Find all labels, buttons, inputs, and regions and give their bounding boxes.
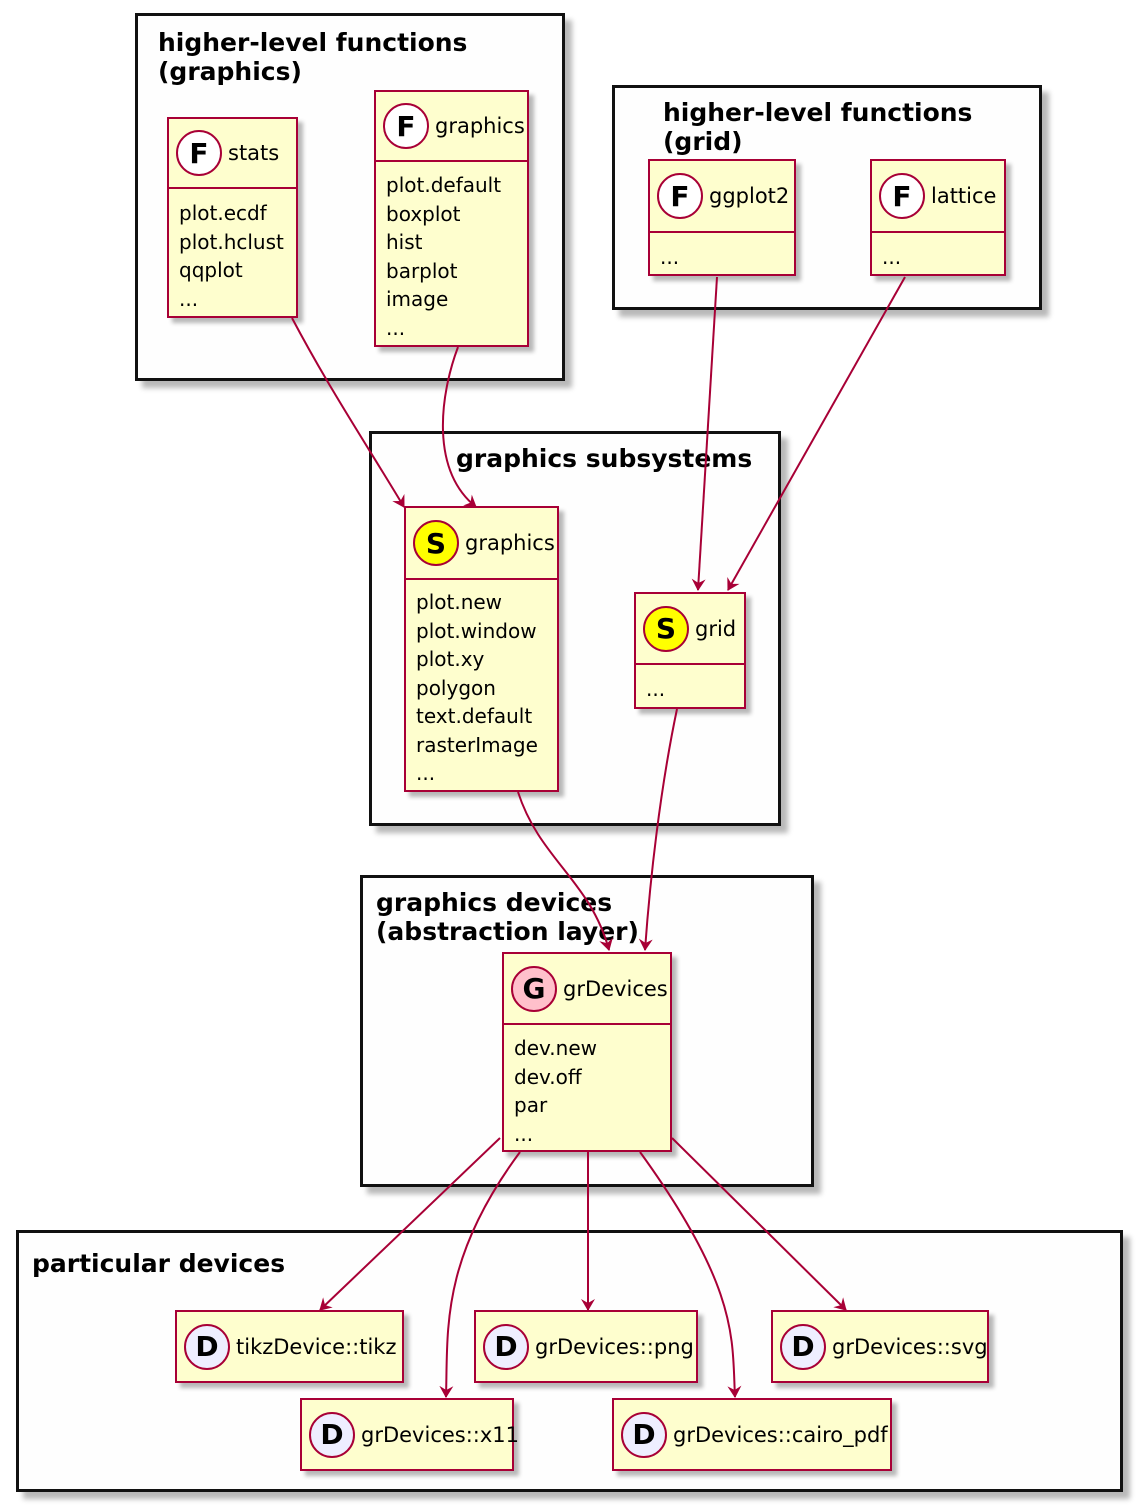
member: ... bbox=[882, 245, 902, 269]
class-name: lattice bbox=[931, 184, 997, 208]
member: image bbox=[386, 287, 449, 311]
arrow-grDevices-to-tikz bbox=[319, 1137, 501, 1311]
arrow-grDevices-to-svg bbox=[671, 1137, 847, 1311]
class-grid: S grid ... bbox=[634, 592, 746, 709]
member: rasterImage bbox=[416, 732, 538, 757]
class-svg: D grDevices::svg bbox=[771, 1310, 989, 1383]
class-lattice: F lattice ... bbox=[870, 159, 1006, 276]
arrow-lattice-to-grid bbox=[727, 276, 906, 591]
circle-D-icon: D bbox=[621, 1411, 667, 1458]
class-name: grid bbox=[695, 616, 737, 641]
member: ... bbox=[660, 245, 680, 269]
circle-S-icon: S bbox=[413, 520, 459, 566]
circle-F-icon: F bbox=[176, 130, 222, 176]
package-title: higher-level functions (grid) bbox=[663, 98, 973, 156]
arrow-graphics-to-grDevices bbox=[517, 791, 613, 951]
class-name: graphics bbox=[465, 531, 555, 555]
class-name: grDevices::x11 bbox=[361, 1422, 520, 1447]
arrow-ggplot2-to-grid bbox=[691, 276, 718, 591]
member: dev.off bbox=[514, 1064, 582, 1089]
circle-S-icon: S bbox=[643, 605, 689, 652]
circle-G-icon: G bbox=[511, 965, 557, 1012]
class-name: grDevices::svg bbox=[832, 1334, 988, 1359]
class-cairo-pdf: D grDevices::cairo_pdf bbox=[612, 1398, 892, 1471]
circle-D-icon: D bbox=[309, 1411, 355, 1458]
class-name: grDevices::png bbox=[535, 1334, 694, 1359]
class-graphics-subsystem: S graphics plot.new plot.window plot.xy … bbox=[404, 506, 559, 792]
class-ggplot2: F ggplot2 ... bbox=[648, 159, 796, 276]
package-title: particular devices bbox=[32, 1249, 286, 1278]
member: plot.ecdf bbox=[179, 201, 267, 225]
class-x11: D grDevices::x11 bbox=[300, 1398, 519, 1471]
member: par bbox=[514, 1093, 548, 1117]
arrow-grDevices-to-cairo-pdf bbox=[639, 1151, 742, 1398]
member: ... bbox=[179, 286, 199, 311]
member: hist bbox=[386, 230, 423, 254]
class-name: graphics bbox=[435, 114, 525, 138]
member: dev.new bbox=[514, 1036, 597, 1060]
class-png: D grDevices::png bbox=[474, 1310, 698, 1383]
class-name: ggplot2 bbox=[709, 184, 790, 208]
class-stats: F stats plot.ecdf plot.hclust qqplot ... bbox=[167, 117, 298, 318]
arrow-grDevices-to-x11 bbox=[439, 1151, 521, 1398]
member: ... bbox=[416, 761, 436, 785]
member: text.default bbox=[416, 704, 533, 728]
circle-D-icon: D bbox=[780, 1323, 826, 1370]
class-name: grDevices bbox=[563, 976, 668, 1001]
circle-D-icon: D bbox=[184, 1323, 230, 1370]
package-title: higher-level functions (graphics) bbox=[158, 28, 468, 86]
circle-F-icon: F bbox=[879, 173, 925, 219]
class-name: tikzDevice::tikz bbox=[236, 1334, 397, 1359]
member: ... bbox=[646, 677, 666, 701]
class-tikz: D tikzDevice::tikz bbox=[175, 1310, 404, 1383]
member: qqplot bbox=[179, 258, 243, 282]
member: plot.hclust bbox=[179, 229, 284, 254]
arrow-grid-to-grDevices bbox=[638, 708, 678, 951]
arrow-graphics-fn-to-graphics bbox=[442, 346, 477, 508]
member: barplot bbox=[386, 258, 458, 283]
member: ... bbox=[386, 315, 406, 340]
member: polygon bbox=[416, 675, 496, 700]
circle-F-icon: F bbox=[383, 103, 429, 149]
class-name: stats bbox=[228, 141, 280, 165]
package-title: graphics subsystems bbox=[456, 444, 753, 473]
circle-F-icon: F bbox=[657, 173, 703, 219]
member: plot.new bbox=[416, 590, 503, 614]
member: boxplot bbox=[386, 201, 461, 226]
class-name: grDevices::cairo_pdf bbox=[673, 1422, 888, 1447]
package-title: graphics devices (abstraction layer) bbox=[376, 888, 639, 946]
class-graphics-functions: F graphics plot.default boxplot hist bar… bbox=[374, 90, 529, 347]
member: plot.default bbox=[386, 173, 502, 197]
circle-D-icon: D bbox=[483, 1323, 529, 1370]
class-grDevices: G grDevices dev.new dev.off par ... bbox=[502, 952, 672, 1152]
member: ... bbox=[514, 1121, 534, 1146]
arrow-stats-to-graphics bbox=[291, 317, 405, 508]
member: plot.window bbox=[416, 618, 537, 643]
member: plot.xy bbox=[416, 647, 485, 671]
